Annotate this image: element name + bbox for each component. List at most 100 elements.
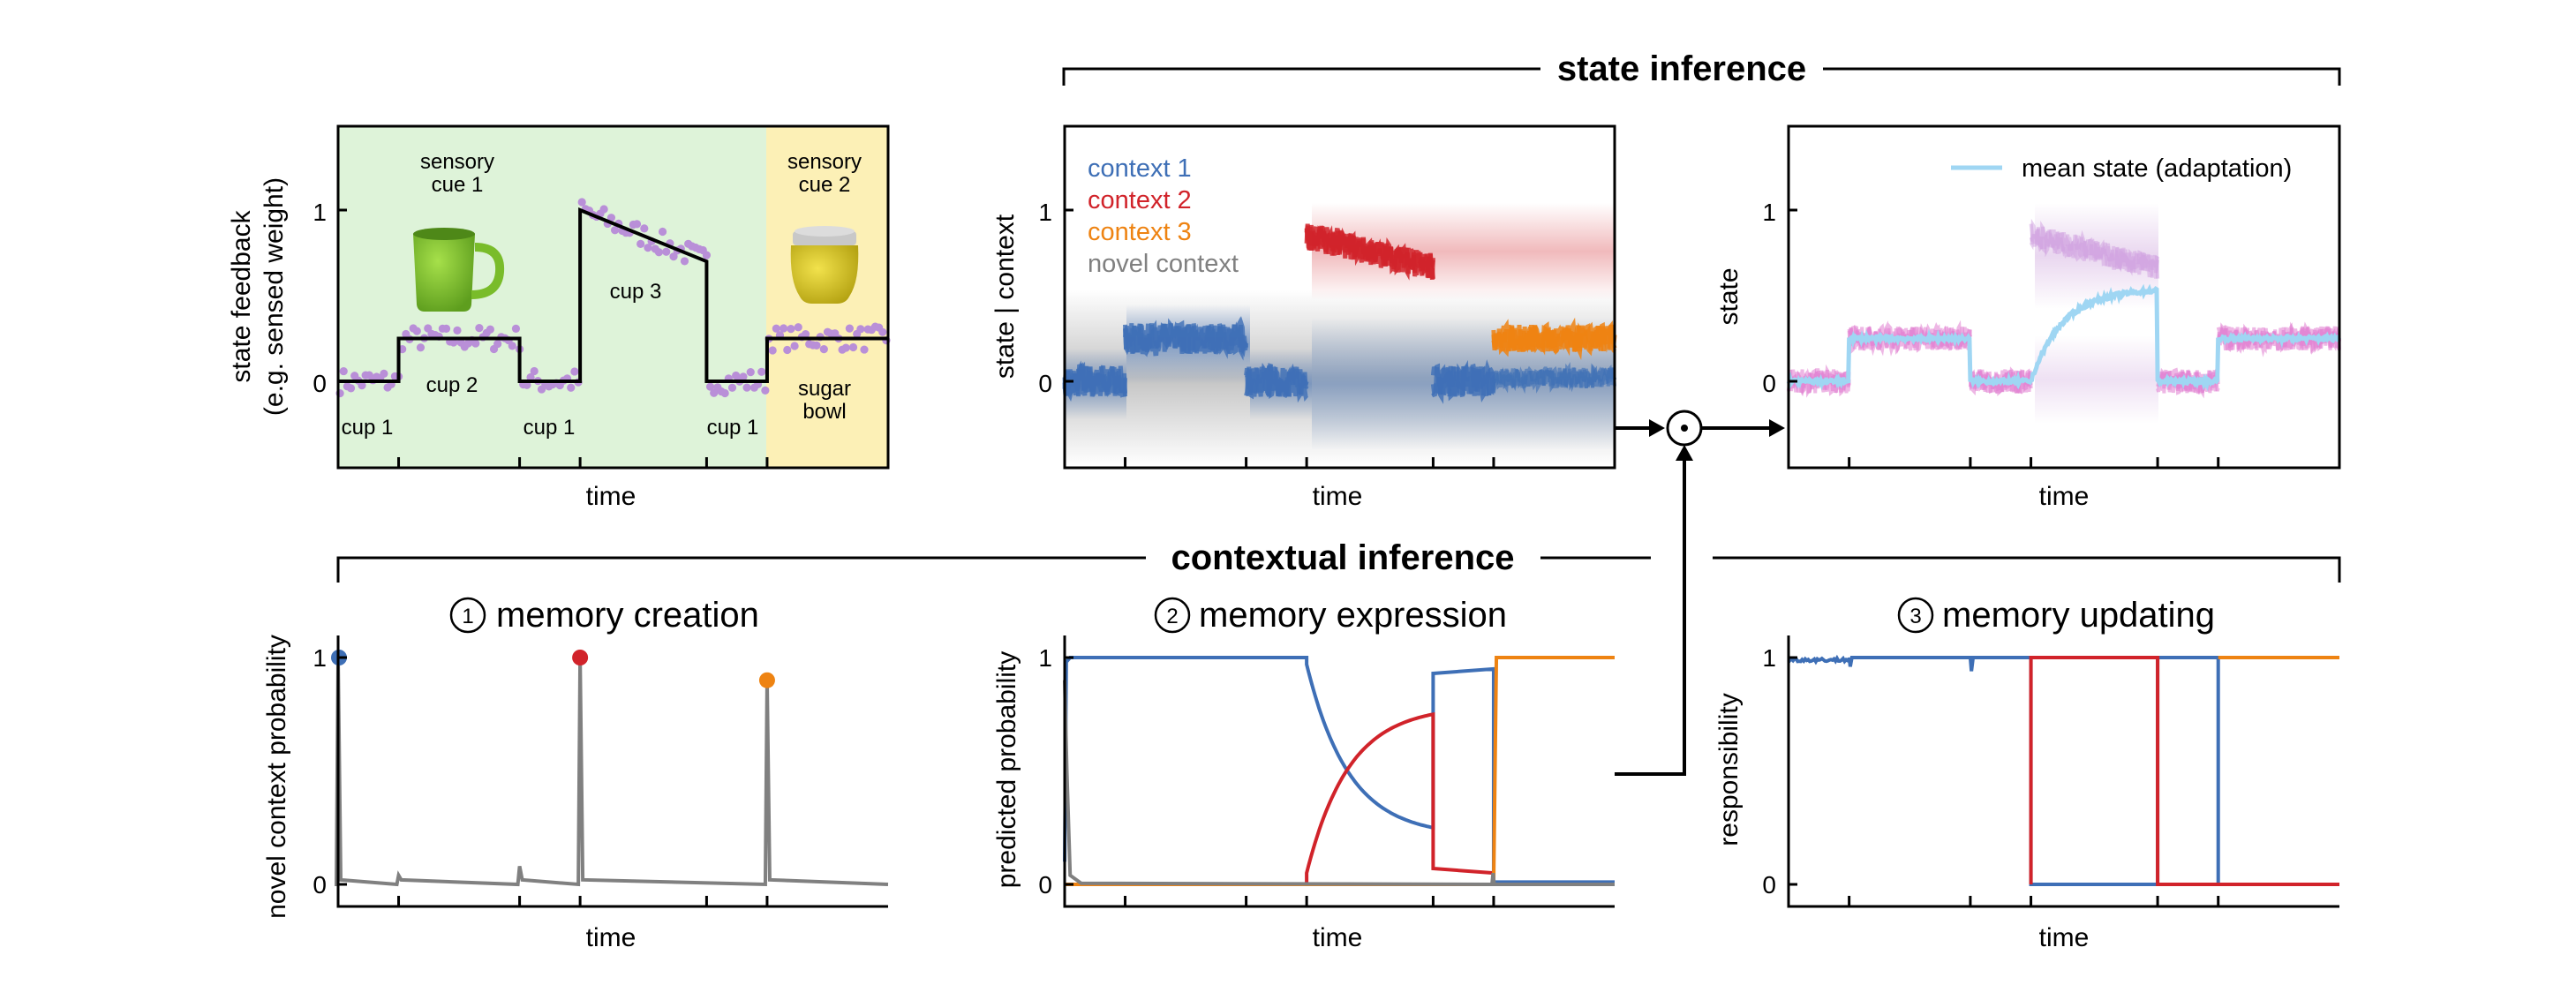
panel-number-1: 1: [462, 605, 473, 628]
contextual-inference-header: contextual inference: [1171, 538, 1514, 577]
memory-expression-panel: 2 memory expression 1 0 predicted probab…: [992, 596, 1615, 952]
feedback-panel: cup 1 cup 2 cup 1 cup 3 cup 1 sugar bowl…: [227, 124, 891, 511]
memory-creation-panel: 1 memory creation 1 0 novel context prob…: [262, 596, 889, 952]
feedback-point: [727, 383, 737, 392]
memory-creation-title: memory creation: [496, 596, 759, 635]
memory-creation-traces: [331, 650, 889, 887]
feedback-point: [794, 323, 802, 332]
segment-label-cup1-b: cup 1: [523, 416, 576, 440]
state-context-ytick-1: 1: [1038, 199, 1052, 226]
feedback-ytick-1: 1: [313, 199, 327, 226]
memory-expression-ytick-1: 1: [1038, 644, 1052, 672]
state-xticks: [1789, 208, 2220, 468]
feedback-point: [475, 324, 484, 333]
feedback-point: [812, 341, 821, 350]
memory-expression-xlabel: time: [1313, 923, 1363, 952]
feedback-point: [757, 367, 766, 376]
memory-updating-axes: [1787, 635, 2339, 908]
memory-expression-ylabel: predicted probability: [992, 651, 1021, 889]
feedback-point: [493, 340, 502, 349]
state-context-traces: [1062, 223, 1617, 404]
feedback-point: [441, 324, 451, 334]
feedback-point: [720, 388, 729, 398]
feedback-point: [640, 224, 649, 233]
feedback-point: [530, 366, 539, 376]
segment-label-cup3: cup 3: [610, 280, 662, 304]
legend-context1: context 1: [1088, 154, 1192, 183]
feedback-point: [841, 343, 850, 352]
new-context-dot: [572, 650, 589, 665]
new-context-dot: [758, 672, 775, 688]
mug-image: [413, 228, 505, 312]
segment-label-cup2: cup 2: [426, 373, 478, 397]
panel-number-3: 3: [1909, 605, 1921, 628]
feedback-xlabel: time: [586, 482, 636, 511]
feedback-point: [570, 367, 579, 376]
feedback-point: [412, 327, 421, 335]
segment-label-bowl: bowl: [802, 400, 846, 424]
novel-probability-line: [334, 657, 889, 887]
state-context-ytick-0: 0: [1038, 370, 1052, 397]
state-inference-bracket: state inference: [1062, 49, 2341, 88]
feedback-point: [732, 371, 741, 380]
context3-trace: [1491, 317, 1617, 356]
feedback-point: [768, 346, 777, 355]
memory-creation-xlabel: time: [586, 923, 636, 952]
feedback-point: [416, 343, 426, 352]
state-sample-trace: [2216, 324, 2341, 353]
state-sample-trace: [2029, 223, 2160, 274]
memory-creation-xticks: [338, 656, 769, 906]
memory-updating-title: memory updating: [1942, 596, 2215, 635]
state-traces: [1786, 218, 2342, 399]
panel-number-2: 2: [1166, 605, 1178, 628]
cue1-label-line2: cue 1: [432, 173, 484, 197]
feedback-point: [636, 239, 645, 248]
legend-context2: context 2: [1088, 186, 1192, 214]
feedback-point: [739, 372, 748, 381]
number-circle-1: [449, 597, 486, 634]
feedback-point: [845, 324, 854, 333]
feedback-point: [526, 372, 535, 382]
feedback-point: [680, 257, 689, 266]
context1-trace: [1492, 361, 1616, 395]
memory-creation-ytick-0: 0: [313, 871, 327, 898]
feedback-point: [632, 220, 642, 229]
context1-trace: [1244, 363, 1309, 400]
feedback-point: [380, 369, 388, 378]
state-ytick-0: 0: [1762, 370, 1776, 397]
feedback-point: [787, 325, 795, 334]
feedback-point: [577, 198, 586, 207]
memory-expression-ytick-0: 0: [1038, 871, 1052, 898]
memory-expression-xticks: [1065, 656, 1495, 906]
memory-expression-traces: [1063, 656, 1615, 887]
feedback-xticks: [338, 208, 769, 468]
number-circle-3: [1897, 597, 1934, 634]
feedback-point: [702, 251, 712, 259]
feedback-point: [346, 384, 356, 393]
state-context-xlabel: time: [1313, 482, 1363, 511]
feedback-point: [567, 383, 576, 392]
state-sample-trace: [1788, 369, 1851, 397]
segment-label-sugar: sugar: [798, 377, 851, 401]
state-ytick-1: 1: [1762, 199, 1776, 226]
legend-novel-context: novel context: [1088, 250, 1239, 278]
feedback-point: [669, 252, 678, 261]
context1-trace: [1123, 316, 1249, 357]
cue1-label-line1: sensory: [420, 150, 494, 174]
feedback-ytick-0: 0: [313, 370, 327, 397]
feedback-point: [486, 325, 494, 334]
feedback-point: [339, 366, 348, 376]
feedback-point: [772, 324, 780, 333]
feedback-point: [780, 324, 788, 333]
feedback-point: [742, 383, 751, 392]
feedback-point: [537, 385, 546, 394]
state-context-xticks: [1065, 208, 1495, 468]
feedback-point: [790, 342, 799, 350]
cue2-label-line2: cue 2: [799, 173, 851, 197]
context1-trace: [1062, 362, 1127, 402]
context2-probability-line: [1065, 711, 1615, 886]
feedback-ylabel: state feedback: [227, 209, 256, 382]
legend-mean-state: mean state (adaptation): [2022, 154, 2292, 183]
memory-updating-traces: [1787, 654, 2339, 886]
